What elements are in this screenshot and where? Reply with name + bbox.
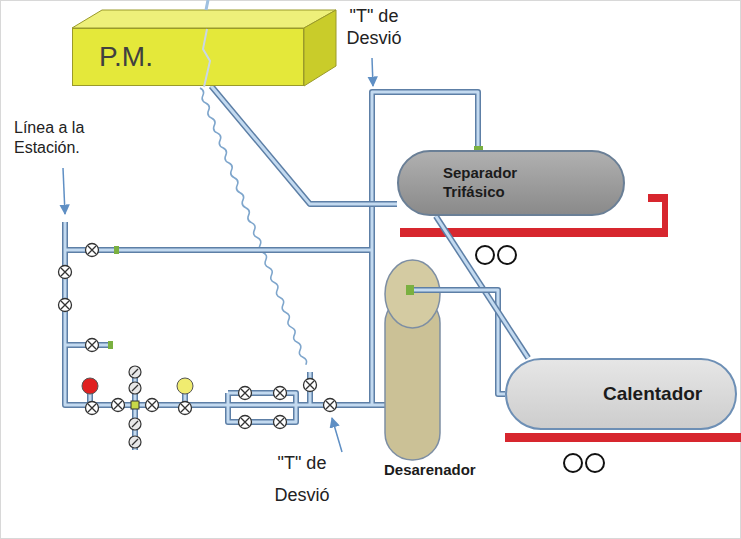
cut-pipe	[206, 0, 208, 10]
node-label: Separador Trifásico	[443, 164, 553, 202]
yellow-indicator	[177, 378, 193, 394]
skid-post	[662, 194, 668, 230]
valve	[86, 402, 99, 415]
pipe-core	[211, 86, 397, 204]
gauge	[129, 366, 141, 378]
valve	[146, 399, 159, 412]
shape-outline	[382, 258, 492, 480]
cross-fitting	[131, 401, 139, 409]
pm-top-face	[72, 10, 336, 28]
wavy-line	[200, 88, 307, 365]
pipe-outline	[211, 86, 397, 204]
fitting	[114, 246, 119, 254]
gauge	[129, 436, 141, 448]
pipe-connector	[211, 86, 397, 204]
pm-side-face	[304, 10, 336, 86]
desander-outlet	[414, 289, 492, 292]
wheel	[564, 454, 582, 472]
valve	[86, 339, 99, 352]
desander-outlet	[414, 287, 492, 293]
fitting	[108, 341, 113, 349]
valve	[179, 402, 192, 415]
valve	[112, 399, 125, 412]
valve	[239, 416, 252, 429]
separator-tank: Separador Trifásico	[397, 150, 625, 216]
station-line-label: Línea a la Estación.	[14, 118, 132, 158]
valve	[274, 387, 287, 400]
valve	[59, 266, 72, 279]
gauge	[129, 382, 141, 394]
wheel	[476, 246, 494, 264]
bypass-tee-label: "T" de Desvió	[262, 448, 342, 511]
pm-box: P.M.	[72, 28, 304, 86]
break-line	[203, 29, 210, 87]
skid-base	[400, 228, 668, 237]
bypass-tee-label: "T" de Desvió	[326, 6, 422, 49]
gauge	[129, 418, 141, 430]
desander-dome	[385, 260, 440, 328]
valve	[304, 379, 317, 392]
wheel	[498, 246, 516, 264]
fitting	[406, 285, 414, 295]
valve	[86, 244, 99, 257]
heater-tank: Calentador	[505, 358, 737, 430]
node-label: Calentador	[603, 383, 702, 405]
node-label: Desarenador	[384, 461, 476, 478]
skid-base	[505, 433, 741, 442]
node-label: P.M.	[99, 41, 153, 73]
valve	[274, 416, 287, 429]
valve	[239, 387, 252, 400]
valve	[59, 299, 72, 312]
valve	[324, 399, 337, 412]
leader-line	[63, 168, 65, 214]
red-indicator	[82, 378, 98, 394]
desander-tank: Desarenador	[382, 258, 492, 480]
leader-line	[332, 418, 342, 452]
wheel	[586, 454, 604, 472]
leader-line	[372, 58, 373, 86]
